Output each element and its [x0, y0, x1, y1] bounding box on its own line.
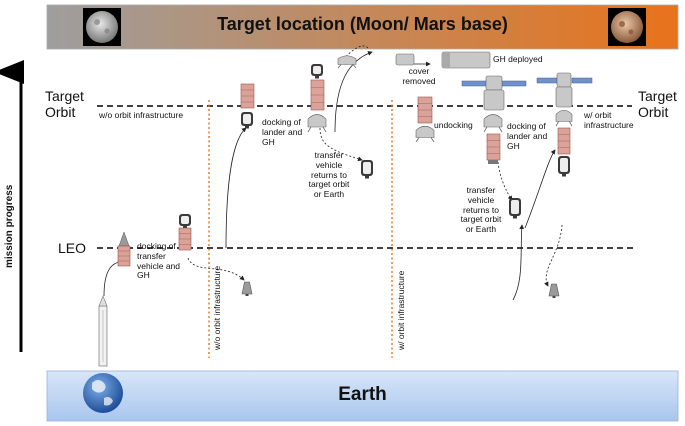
w-orbit-infrastructure-vertical: w/ orbit infrastructure — [396, 270, 406, 350]
banner-title: Target location (Moon/ Mars base) — [217, 14, 508, 34]
trajectory-leo-to-orbit-2 — [512, 224, 525, 301]
surface-module-gh — [441, 51, 491, 69]
gh-stack-panels-1 — [461, 75, 527, 164]
moon-icon — [83, 8, 121, 46]
trajectory-launch-to-leo — [103, 259, 123, 297]
transfer-returns-note-1: transfer vehicle returns to target orbit… — [308, 150, 350, 200]
earth-globe-icon — [83, 373, 123, 413]
undocking-stack — [415, 96, 435, 143]
leo-stack-1 — [117, 231, 131, 267]
earth-title: Earth — [338, 384, 387, 405]
docking-leo-note: docking of transfer vehicle and GH — [137, 241, 181, 281]
gh-stack-panels-2 — [536, 72, 593, 177]
return-cone-2 — [548, 283, 560, 298]
cover-removed-note: cover removed — [402, 66, 436, 86]
trajectory-leo-to-orbit-3 — [524, 149, 556, 229]
return-path-5 — [544, 224, 563, 287]
leo-stack-2 — [178, 214, 192, 251]
return-path-1 — [187, 257, 245, 281]
trajectory-to-surface — [334, 51, 373, 133]
earth-band — [46, 370, 679, 422]
wo-orbit-infrastructure-vertical: w/o orbit infrastructure — [212, 265, 222, 350]
return-capsule-1 — [361, 160, 373, 179]
return-capsule-2 — [509, 198, 521, 219]
wo-orbit-infrastructure-note: w/o orbit infrastructure — [99, 110, 184, 120]
leo-label: LEO — [58, 240, 87, 256]
orbit-stack-1 — [240, 83, 255, 129]
docking-lander-note-1: docking of lander and GH — [262, 117, 303, 147]
mission-progress-label: mission progress — [4, 184, 15, 268]
transfer-returns-note-2: transfer vehicle returns to target orbit… — [460, 185, 502, 235]
target-orbit-label-right: Target Orbit — [638, 88, 677, 121]
docking-lander-note-2: docking of lander and GH — [507, 121, 548, 151]
undocking-note: undocking — [434, 120, 473, 130]
target-orbit-label-left: Target Orbit — [45, 88, 84, 121]
surface-module-left — [337, 55, 357, 69]
launch-rocket — [98, 295, 108, 367]
trajectory-leo-to-orbit — [225, 127, 247, 249]
mars-icon — [608, 8, 646, 46]
surface-module-cover — [395, 53, 415, 66]
gh-deployed-note: GH deployed — [493, 54, 543, 64]
return-cone-1 — [241, 281, 253, 296]
orbit-stack-2 — [307, 64, 327, 133]
spacecraft-group — [117, 51, 593, 298]
target-location-banner — [46, 4, 679, 50]
return-path-2 — [319, 127, 363, 162]
w-orbit-infrastructure-note: w/ orbit infrastructure — [584, 110, 634, 130]
